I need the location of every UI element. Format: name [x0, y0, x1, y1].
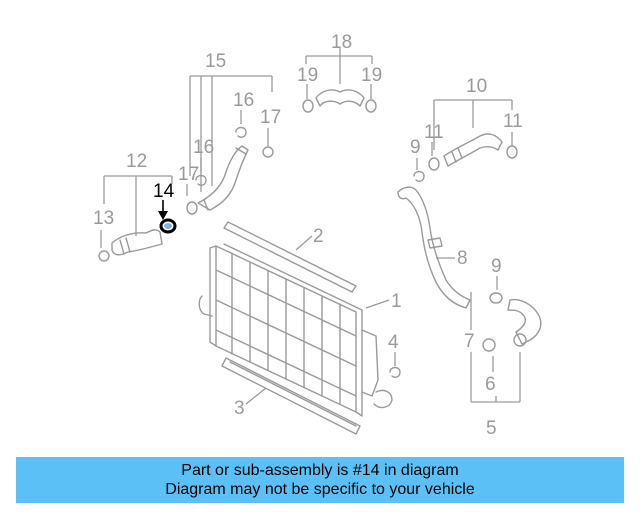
- part-8-pipe[interactable]: [397, 186, 471, 309]
- part-19-oring[interactable]: [302, 99, 377, 113]
- callout-16-left: 16: [193, 137, 214, 158]
- part-2-bracket[interactable]: [223, 221, 357, 293]
- part-10-hose[interactable]: [443, 133, 503, 167]
- callout-9-top: 9: [410, 137, 421, 158]
- parts-diagram: 15 18 19 19 10 16 17 11 11 9 16 12 17 14…: [93, 32, 542, 439]
- part-15-hose[interactable]: [197, 145, 249, 211]
- info-banner: Part or sub-assembly is #14 in diagram D…: [16, 457, 624, 503]
- part-7-hose[interactable]: [507, 298, 542, 347]
- callout-6: 6: [485, 374, 496, 395]
- callout-13: 13: [93, 208, 114, 229]
- banner-line-disclaimer: Diagram may not be specific to your vehi…: [165, 481, 475, 498]
- callout-17-top: 17: [260, 107, 281, 128]
- part-9-clamp[interactable]: [413, 170, 503, 304]
- part-3-bracket[interactable]: [221, 357, 361, 435]
- part-16-clamp[interactable]: [195, 126, 247, 186]
- callout-11-right: 11: [503, 111, 523, 132]
- callout-19-right: 19: [361, 65, 382, 86]
- callout-12: 12: [126, 151, 147, 172]
- banner-line-part: Part or sub-assembly is #14 in diagram: [181, 462, 459, 479]
- callout-16-top: 16: [233, 90, 254, 111]
- callout-19-left: 19: [297, 65, 318, 86]
- callout-18: 18: [331, 32, 352, 53]
- leader-lines: [100, 48, 521, 405]
- callout-10: 10: [466, 76, 487, 97]
- callout-3: 3: [234, 398, 245, 419]
- part-1-radiator[interactable]: [198, 243, 393, 417]
- callout-4: 4: [388, 332, 399, 353]
- callout-1: 1: [391, 291, 402, 312]
- part-6-oring[interactable]: [482, 338, 496, 352]
- callout-5: 5: [486, 418, 497, 439]
- callout-15: 15: [205, 51, 226, 72]
- callout-14: 14: [153, 181, 175, 202]
- callout-8: 8: [457, 248, 468, 269]
- callout-2: 2: [313, 226, 324, 247]
- part-13-oring[interactable]: [98, 250, 110, 262]
- callout-9-right: 9: [491, 256, 502, 277]
- part-18-hose[interactable]: [315, 89, 365, 107]
- callout-14-arrow: [158, 200, 168, 220]
- part-12-hose[interactable]: [111, 229, 163, 256]
- callout-17-left: 17: [178, 164, 199, 185]
- part-14-oring[interactable]: [159, 218, 177, 234]
- part-17-oring[interactable]: [186, 146, 274, 215]
- callout-7: 7: [464, 331, 475, 352]
- part-11-oring[interactable]: [428, 145, 518, 171]
- part-4-clamp[interactable]: [389, 366, 401, 378]
